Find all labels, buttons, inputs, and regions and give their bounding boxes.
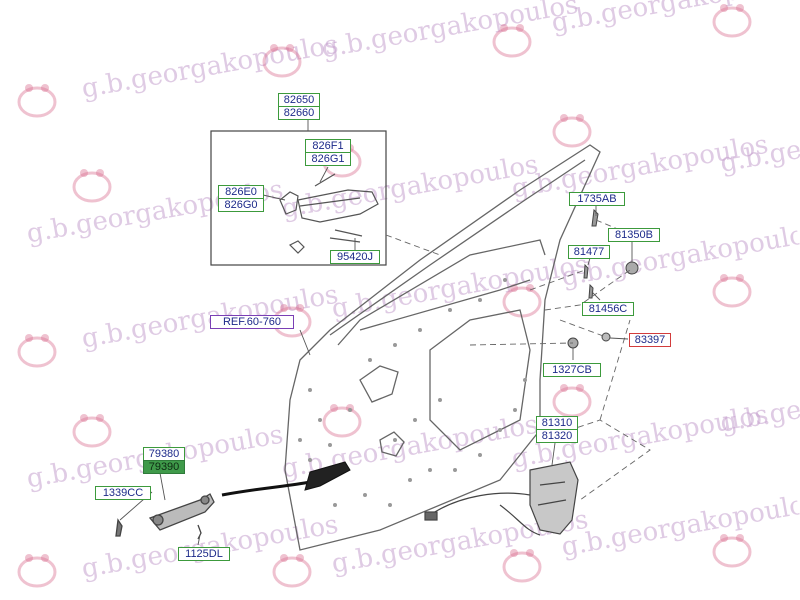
part-label-95420J[interactable]: 95420J: [330, 250, 380, 264]
part-label-79390[interactable]: 79390: [143, 460, 185, 474]
part-label-826G1[interactable]: 826G1: [305, 152, 351, 166]
reference-label[interactable]: REF.60-760: [210, 315, 294, 329]
part-label-79380[interactable]: 79380: [143, 447, 185, 461]
cable-connector: [304, 461, 351, 491]
part-label-826F1[interactable]: 826F1: [305, 139, 351, 153]
hardware-drawing: [567, 208, 639, 349]
part-label-1327CB[interactable]: 1327CB: [543, 363, 601, 377]
door-holes-pattern: [298, 278, 527, 507]
part-label-826E0[interactable]: 826E0: [218, 185, 264, 199]
inset-box: [210, 130, 387, 266]
part-label-82660[interactable]: 82660: [278, 106, 320, 120]
door-check-drawing: [115, 493, 215, 540]
part-label-83397[interactable]: 83397: [629, 333, 671, 347]
part-label-81350B[interactable]: 81350B: [608, 228, 660, 242]
part-label-81477[interactable]: 81477: [568, 245, 610, 259]
part-label-82650[interactable]: 82650: [278, 93, 320, 107]
solid-leaders: [119, 113, 633, 546]
cable-drawing: [221, 480, 311, 497]
outside-handle-drawing: [279, 173, 379, 254]
part-label-81456C[interactable]: 81456C: [582, 302, 634, 316]
door-latch-drawing: [424, 461, 579, 536]
part-label-81310[interactable]: 81310: [536, 416, 578, 430]
part-label-1125DL[interactable]: 1125DL: [178, 547, 230, 561]
part-label-1339CC[interactable]: 1339CC: [95, 486, 151, 500]
door-panel-drawing: [284, 144, 601, 551]
part-label-826G0[interactable]: 826G0: [218, 198, 264, 212]
part-label-1735AB[interactable]: 1735AB: [569, 192, 625, 206]
part-label-81320[interactable]: 81320: [536, 429, 578, 443]
